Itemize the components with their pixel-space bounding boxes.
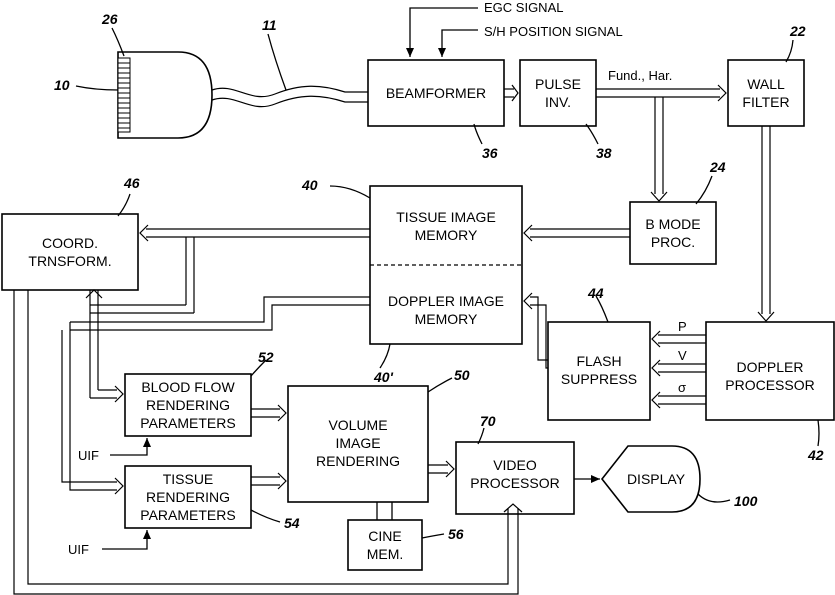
coord-to-params-lines	[62, 290, 123, 494]
sh-label: S/H POSITION SIGNAL	[484, 24, 623, 39]
ref-26: 26	[101, 11, 118, 27]
display-label: DISPLAY	[627, 471, 686, 487]
tissue-mem-label-2: MEMORY	[415, 227, 478, 243]
sigma-label: σ	[678, 380, 686, 395]
cine-label-2: MEM.	[367, 546, 404, 562]
ref-40p: 40'	[373, 369, 394, 385]
doppler-mem-label-1: DOPPLER IMAGE	[388, 293, 504, 309]
flash-label-1: FLASH	[576, 353, 621, 369]
uif-label-1: UIF	[78, 448, 99, 463]
ref-22: 22	[789, 23, 806, 39]
coord-label-2: TRNSFORM.	[28, 253, 111, 269]
bmode-proc-block	[630, 202, 716, 264]
ref-50: 50	[454, 367, 470, 383]
blood-flow-label-3: PARAMETERS	[140, 415, 235, 431]
video-label-2: PROCESSOR	[470, 475, 559, 491]
doppler-mem-label-2: MEMORY	[415, 311, 478, 327]
bmode-to-tissue-arrow	[524, 225, 630, 241]
uif-arrow-1	[110, 438, 147, 455]
video-label-1: VIDEO	[493, 457, 537, 473]
ref-46: 46	[123, 175, 140, 191]
wall-filter-block	[728, 60, 804, 126]
doppler-proc-label-2: PROCESSOR	[725, 377, 814, 393]
cine-label-1: CINE	[368, 528, 401, 544]
pulse-label-1: PULSE	[535, 76, 581, 92]
ref-100: 100	[734, 493, 758, 509]
flash-to-memory-arrow	[524, 293, 548, 368]
ref-56: 56	[448, 526, 464, 542]
fund-har-label: Fund., Har.	[608, 68, 672, 83]
ref-24: 24	[709, 159, 726, 175]
beam-to-pulse-arrow	[504, 85, 518, 101]
tissue-mem-label-1: TISSUE IMAGE	[396, 209, 496, 225]
wall-to-doppler-arrow	[758, 126, 774, 321]
tissue-render-label-1: TISSUE	[163, 471, 214, 487]
pvs-arrows	[652, 331, 706, 408]
transducer-probe	[118, 52, 212, 138]
ref-10: 10	[54, 77, 70, 93]
beamformer-label: BEAMFORMER	[386, 85, 486, 101]
uif-arrow-2	[102, 530, 147, 549]
coord-transform-block	[2, 214, 138, 290]
bmode-label-2: PROC.	[651, 234, 695, 250]
ref-42: 42	[807, 447, 824, 463]
sh-arrow	[442, 30, 478, 57]
uif-label-2: UIF	[68, 542, 89, 557]
coord-label-1: COORD.	[42, 235, 98, 251]
volume-label-3: RENDERING	[316, 453, 400, 469]
tissue-to-coord-arrow	[140, 225, 370, 241]
ref-40: 40	[301, 177, 318, 193]
egc-label: EGC SIGNAL	[484, 0, 563, 15]
v-label: V	[678, 348, 687, 363]
volume-cine-lines	[377, 502, 392, 520]
ref-36: 36	[482, 145, 498, 161]
volume-to-video-arrow	[428, 461, 454, 477]
wall-label-2: FILTER	[742, 94, 789, 110]
ref-44: 44	[587, 285, 604, 301]
ref-11: 11	[262, 17, 277, 33]
params-to-volume-arrows	[251, 405, 286, 489]
to-bmode-arrow	[651, 97, 667, 201]
ref-38: 38	[596, 145, 612, 161]
ref-52: 52	[258, 349, 274, 365]
blood-flow-label-1: BLOOD FLOW	[141, 379, 235, 395]
volume-label-1: VOLUME	[328, 417, 387, 433]
ref-70: 70	[480, 413, 496, 429]
probe-cable	[212, 86, 368, 106]
tissue-render-label-3: PARAMETERS	[140, 507, 235, 523]
pulse-to-wall-arrow	[596, 85, 726, 101]
flash-label-2: SUPPRESS	[561, 371, 637, 387]
wall-label-1: WALL	[747, 76, 785, 92]
p-label: P	[678, 319, 687, 334]
pulse-inv-block	[520, 60, 596, 126]
bmode-label-1: B MODE	[645, 216, 700, 232]
volume-label-2: IMAGE	[335, 435, 380, 451]
doppler-proc-label-1: DOPPLER	[737, 359, 804, 375]
ref-54: 54	[284, 515, 300, 531]
blood-flow-label-2: RENDERING	[146, 397, 230, 413]
egc-arrow	[410, 8, 478, 57]
tissue-render-label-2: RENDERING	[146, 489, 230, 505]
pulse-label-2: INV.	[545, 94, 571, 110]
